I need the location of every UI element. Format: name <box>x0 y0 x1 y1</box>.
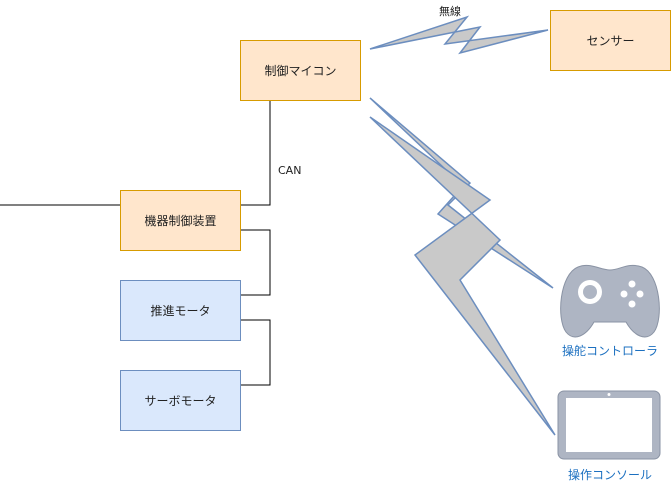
can-connector <box>241 101 271 206</box>
sensor-label: センサー <box>586 34 635 48</box>
wireless-bolt-sensor <box>369 15 549 55</box>
sensor-node: センサー <box>550 10 671 71</box>
mcu-node: 制御マイコン <box>240 40 361 101</box>
connector-propulsion-to-servo <box>241 319 271 386</box>
servo-motor-node: サーボモータ <box>120 370 241 431</box>
servo-motor-label: サーボモータ <box>144 394 217 408</box>
device-controller-label: 機器制御装置 <box>144 214 217 228</box>
console-label: 操作コンソール <box>567 468 652 482</box>
can-label: CAN <box>278 164 302 177</box>
mcu-label: 制御マイコン <box>264 64 337 78</box>
propulsion-motor-label: 推進モータ <box>150 304 211 318</box>
propulsion-motor-node: 推進モータ <box>120 280 241 341</box>
gamepad-icon <box>560 264 660 338</box>
wireless-bolt-console <box>369 116 556 436</box>
device-controller-node: 機器制御装置 <box>120 190 241 251</box>
wireless-label: 無線 <box>439 5 461 18</box>
controller-label: 操舵コントローラ <box>561 344 658 358</box>
connector-device-to-propulsion <box>241 229 271 296</box>
tablet-icon <box>557 390 661 460</box>
